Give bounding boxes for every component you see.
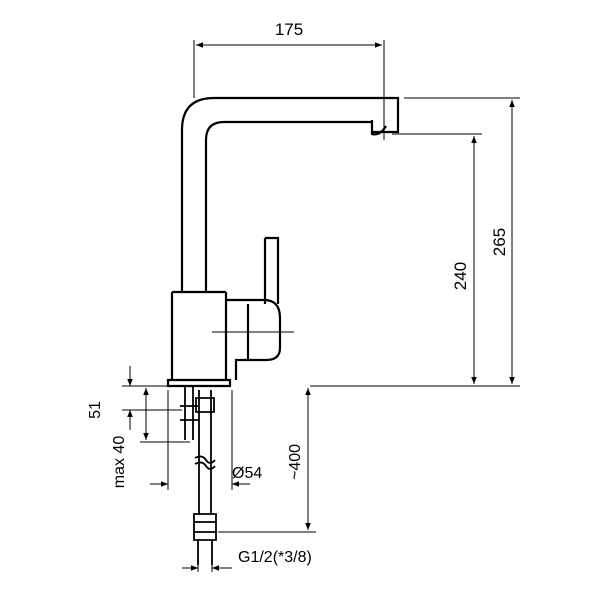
hose-nut bbox=[193, 513, 217, 541]
hose-nut-line bbox=[194, 521, 216, 533]
dimension-400 bbox=[218, 388, 316, 533]
dimension-175-label: 175 bbox=[275, 20, 303, 39]
dimension-51-label: 51 bbox=[87, 401, 104, 419]
dimension-240-label: 240 bbox=[451, 262, 470, 290]
hose-break bbox=[194, 455, 216, 470]
flexible-hose-left bbox=[198, 390, 212, 514]
dimension-max40-label: max 40 bbox=[111, 436, 128, 489]
body-block bbox=[170, 290, 228, 380]
aerator bbox=[370, 120, 387, 136]
lever-handle bbox=[263, 236, 280, 304]
dimension-400-label: ~400 bbox=[287, 444, 304, 480]
dimension-dia54 bbox=[150, 390, 250, 490]
spout-inner bbox=[204, 120, 372, 292]
centre-lines bbox=[212, 118, 385, 333]
threaded-rod bbox=[184, 386, 194, 440]
thread-label: G1/2(*3/8) bbox=[238, 549, 312, 566]
supply-pipes bbox=[180, 386, 217, 565]
dimension-175 bbox=[193, 40, 385, 118]
spout-outer bbox=[180, 96, 400, 292]
faucet-outline bbox=[166, 96, 400, 388]
thread-dimension bbox=[182, 565, 232, 572]
hose-end bbox=[197, 540, 213, 565]
hose-fitting-top bbox=[195, 397, 215, 413]
cartridge-housing bbox=[226, 298, 282, 380]
rod-washer bbox=[180, 405, 198, 421]
dimension-265 bbox=[310, 97, 520, 387]
base-plate bbox=[166, 378, 232, 388]
dimension-240 bbox=[392, 133, 482, 384]
dimension-dia54-label: Ø54 bbox=[232, 465, 262, 482]
dimension-max40 bbox=[140, 385, 190, 443]
dimension-265-label: 265 bbox=[490, 228, 509, 256]
